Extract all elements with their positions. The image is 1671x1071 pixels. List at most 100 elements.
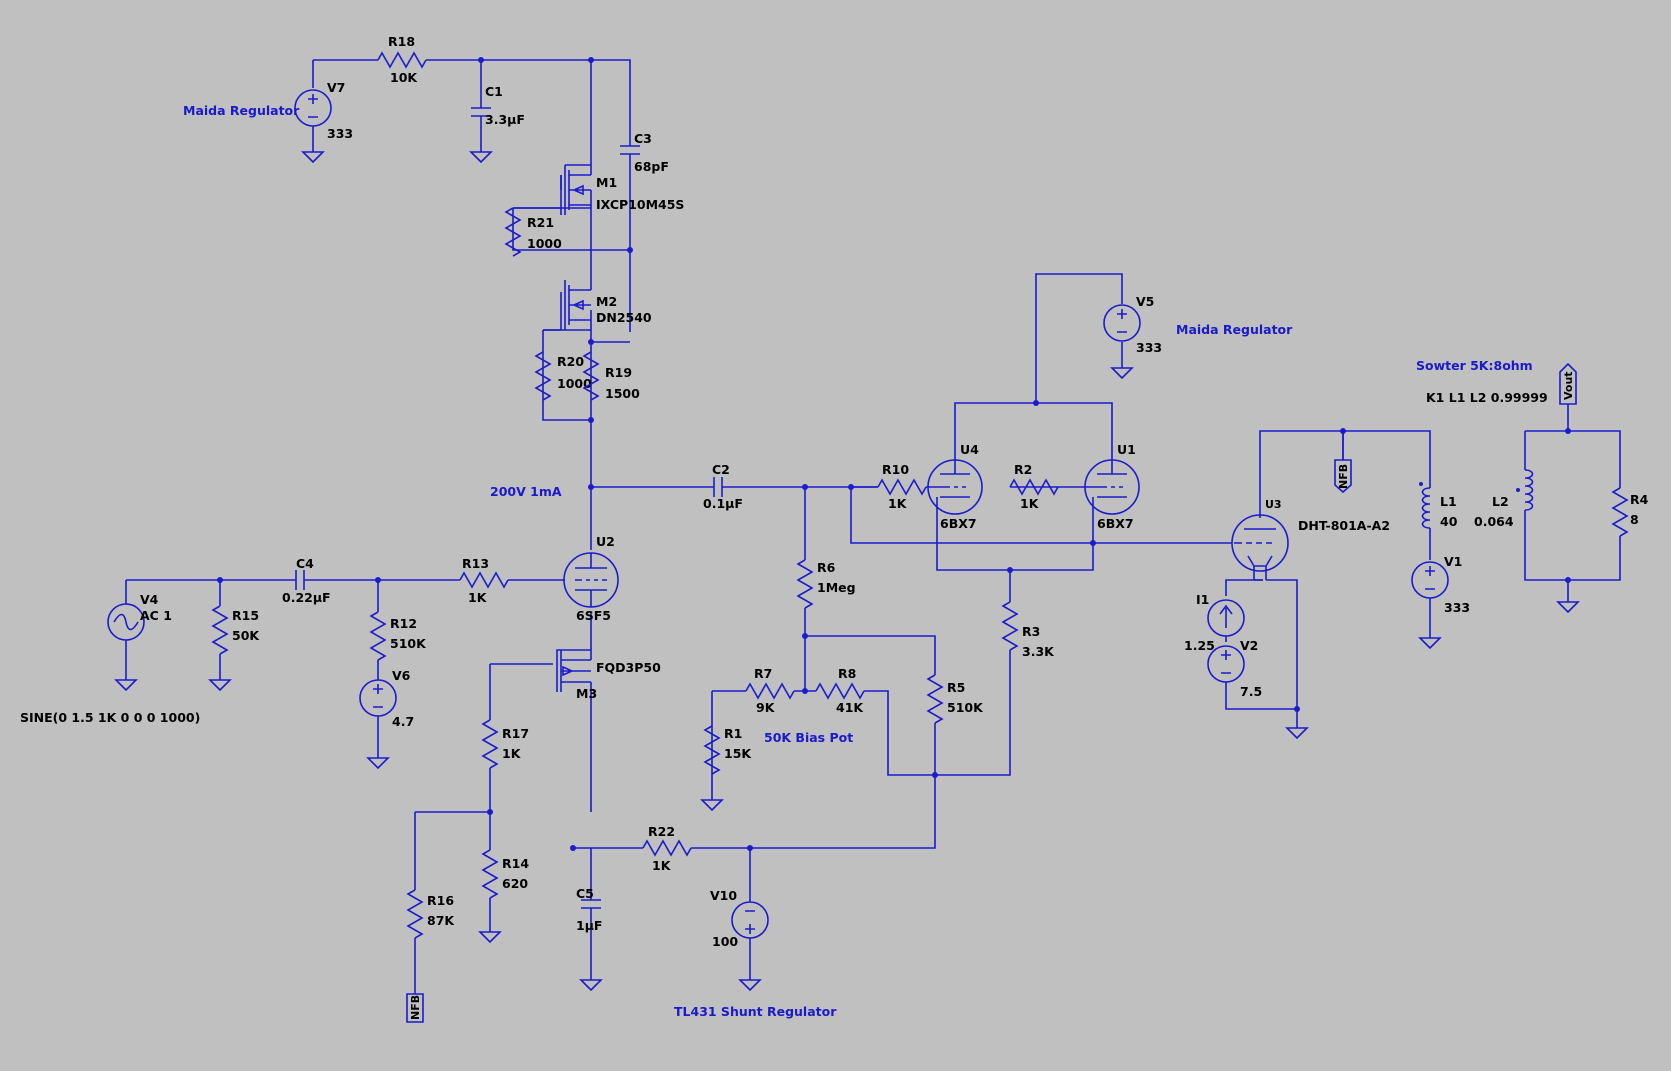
label-nfb-bottom: NFB: [409, 995, 422, 1020]
resistor-R13[interactable]: R13 1K: [459, 556, 509, 605]
label-V4: V4: [140, 592, 159, 607]
net-flag-nfb-bottom[interactable]: NFB: [406, 993, 424, 1023]
label-V1: V1: [1444, 554, 1462, 569]
value-R18: 10K: [390, 70, 418, 85]
capacitor-C1[interactable]: C1 3.3µF: [470, 84, 525, 163]
resistor-R7[interactable]: R7 9K: [745, 666, 795, 715]
value-R6: 1Meg: [817, 580, 856, 595]
label-U3-small: U3: [1265, 498, 1282, 511]
label-C5: C5: [576, 886, 594, 901]
wires-driver: [926, 273, 1123, 571]
capacitor-C5[interactable]: C5 1µF: [576, 886, 602, 991]
label-R10: R10: [882, 462, 909, 477]
net-flag-vout[interactable]: Vout: [1559, 362, 1577, 405]
value-I1: 1.25: [1184, 638, 1215, 653]
value-M3: FQD3P50: [596, 660, 661, 675]
label-vout: Vout: [1562, 371, 1575, 400]
value-V2: 7.5: [1240, 684, 1262, 699]
mosfet-M3[interactable]: FQD3P50 M3: [489, 649, 661, 812]
vsource-V1[interactable]: V1 333: [1411, 554, 1470, 649]
resistor-R15[interactable]: R15 50K: [209, 605, 260, 691]
comment-maida-left: Maida Regulator: [183, 103, 300, 118]
resistor-R5[interactable]: R5 510K: [927, 674, 984, 724]
mosfet-M2[interactable]: M2 DN2540: [543, 275, 652, 331]
label-M1: M1: [596, 175, 617, 190]
comment-bias-pot: 50K Bias Pot: [764, 730, 853, 745]
label-C1: C1: [485, 84, 503, 99]
resistor-R3[interactable]: R3 3.3K: [1002, 601, 1055, 659]
value-R7: 9K: [756, 700, 776, 715]
resistor-R19[interactable]: R19 1500: [583, 351, 640, 401]
value-C1: 3.3µF: [485, 112, 525, 127]
label-V10: V10: [710, 888, 737, 903]
tube-U1[interactable]: U1 6BX7: [1084, 442, 1140, 531]
value-R4: 8: [1630, 512, 1639, 527]
resistor-R16[interactable]: R16 87K: [407, 889, 455, 994]
value-V7: 333: [327, 126, 353, 141]
wires-mid: [711, 486, 1232, 800]
inductor-L2[interactable]: L2 0.064: [1474, 469, 1534, 529]
resistor-R2[interactable]: R2 1K: [1009, 462, 1059, 511]
resistor-R10[interactable]: R10 1K: [877, 462, 927, 511]
value-R19: 1500: [605, 386, 640, 401]
label-R18: R18: [388, 34, 415, 49]
resistor-R8[interactable]: R8 41K: [815, 666, 865, 715]
comment-sowter: Sowter 5K:8ohm: [1416, 358, 1533, 373]
resistor-R14[interactable]: R14 620: [414, 811, 529, 943]
label-nfb-top: NFB: [1337, 464, 1350, 489]
label-R6: R6: [817, 560, 836, 575]
resistor-R21[interactable]: R21 1000: [505, 207, 562, 257]
value-R5: 510K: [947, 700, 984, 715]
tube-U2[interactable]: U2 6SF5: [563, 534, 619, 623]
capacitor-C4[interactable]: C4 0.22µF: [282, 556, 331, 605]
label-R8: R8: [838, 666, 856, 681]
vsource-V2[interactable]: V2 7.5: [1207, 638, 1308, 739]
inductor-L1[interactable]: L1 40: [1419, 482, 1458, 529]
label-R5: R5: [947, 680, 965, 695]
vsource-V4[interactable]: V4 AC 1: [107, 592, 172, 691]
resistor-R12[interactable]: R12 510K: [370, 611, 427, 661]
label-M2: M2: [596, 294, 617, 309]
net-flag-nfb-top[interactable]: NFB: [1334, 431, 1352, 494]
value-M1: IXCP10M45S: [596, 197, 684, 212]
label-C2: C2: [712, 462, 730, 477]
comment-tl431: TL431 Shunt Regulator: [674, 1004, 837, 1019]
value-V1: 333: [1444, 600, 1470, 615]
label-R3: R3: [1022, 624, 1040, 639]
resistor-R22[interactable]: R22 1K: [573, 775, 936, 873]
mosfet-M1[interactable]: M1 IXCP10M45S: [513, 164, 684, 215]
resistor-R6[interactable]: R6 1Meg: [797, 559, 856, 609]
vsource-V7[interactable]: V7 333: [294, 80, 353, 163]
resistor-R1[interactable]: R1 15K: [701, 725, 752, 811]
label-I1: I1: [1196, 592, 1209, 607]
value-V5: 333: [1136, 340, 1162, 355]
vsource-V5[interactable]: V5 333: [1103, 294, 1162, 379]
tube-U4[interactable]: U4 6BX7: [927, 442, 983, 531]
capacitor-C3[interactable]: C3 68pF: [620, 131, 669, 174]
label-R17: R17: [502, 726, 529, 741]
tube-U3[interactable]: U3 DHT-801A-A2: [1231, 498, 1390, 581]
value-U1: 6BX7: [1097, 516, 1134, 531]
resistor-R18[interactable]: R18 10K: [377, 34, 427, 85]
value-R10: 1K: [888, 496, 908, 511]
value-R14: 620: [502, 876, 528, 891]
label-U1: U1: [1117, 442, 1136, 457]
resistor-R4[interactable]: R4 8: [1557, 487, 1649, 613]
value-U3: DHT-801A-A2: [1298, 518, 1390, 533]
value-R3: 3.3K: [1022, 644, 1055, 659]
resistor-R17[interactable]: R17 1K: [482, 719, 529, 769]
capacitor-C2[interactable]: C2 0.1µF: [703, 462, 743, 511]
resistor-R20[interactable]: R20 1000: [535, 351, 592, 401]
label-R7: R7: [754, 666, 772, 681]
label-V7: V7: [327, 80, 345, 95]
value-R17: 1K: [502, 746, 522, 761]
isource-I1[interactable]: I1 1.25: [1184, 592, 1245, 653]
value-R16: 87K: [427, 913, 455, 928]
label-R12: R12: [390, 616, 417, 631]
vsource-V10[interactable]: V10 100: [710, 848, 769, 991]
value-R20: 1000: [557, 376, 592, 391]
vsource-V6[interactable]: V6 4.7: [359, 668, 414, 769]
value-R15: 50K: [232, 628, 260, 643]
label-V6: V6: [392, 668, 411, 683]
